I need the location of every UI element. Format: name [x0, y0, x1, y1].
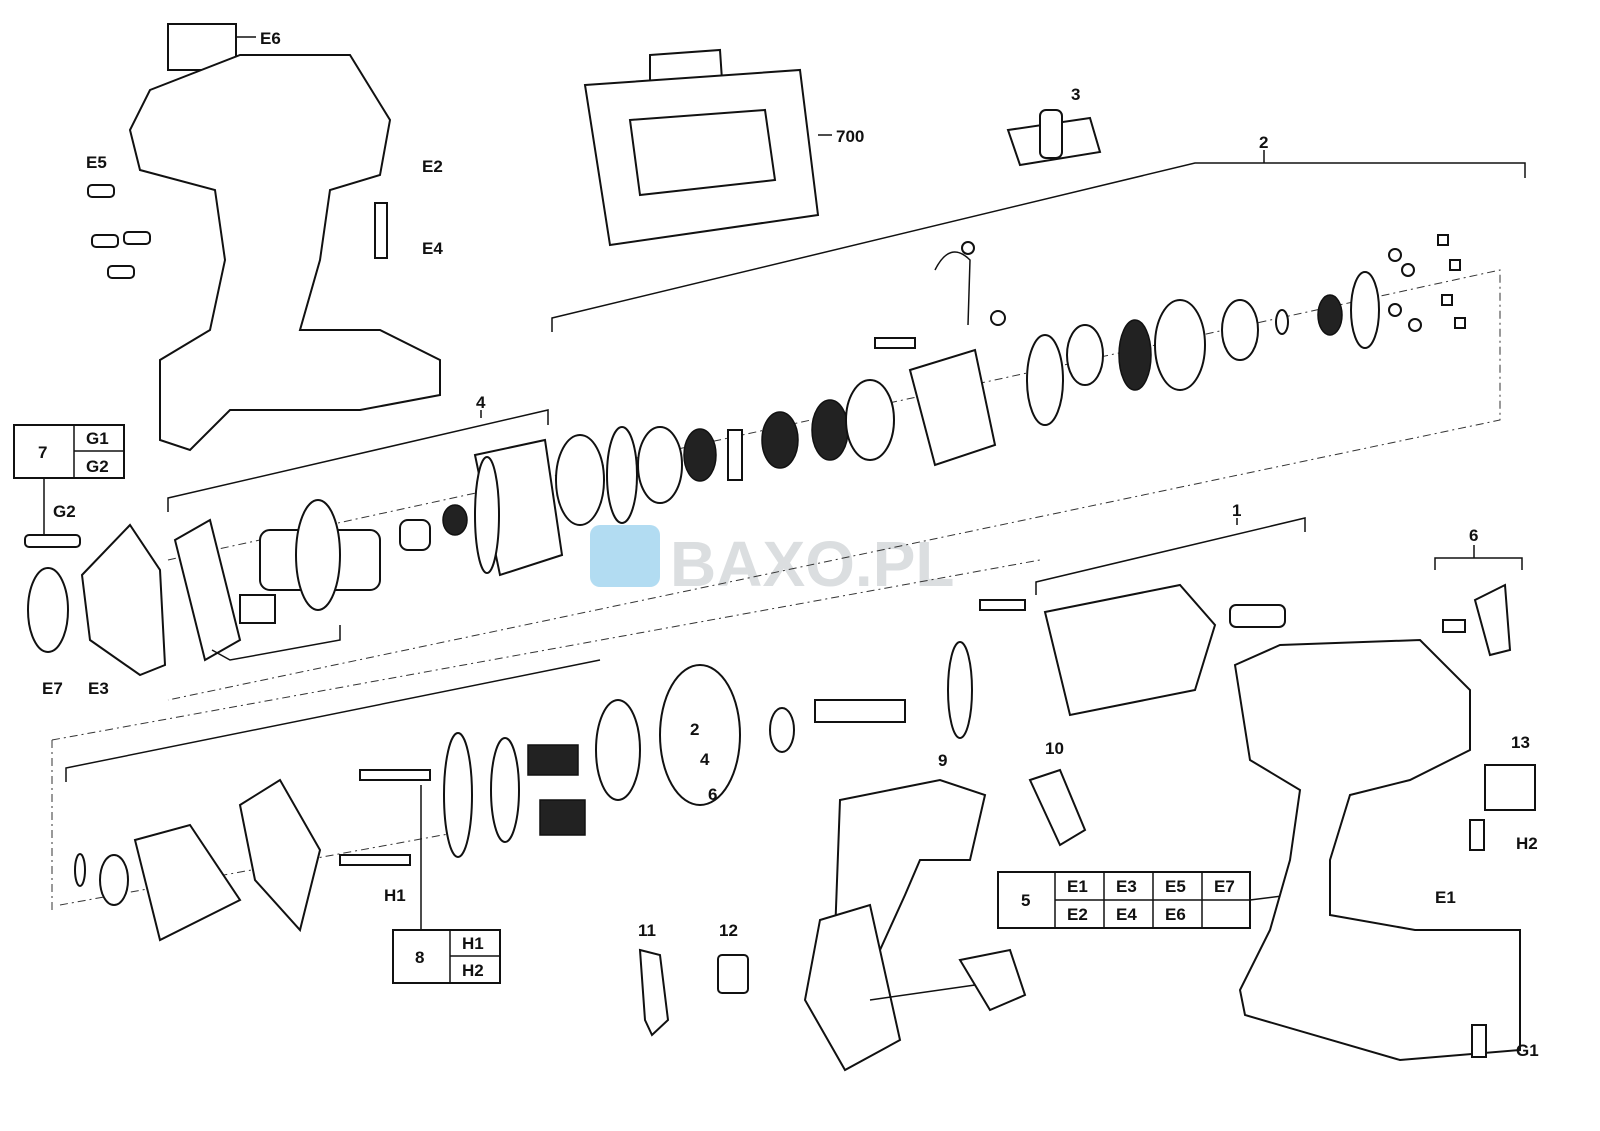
housing-half-e1	[1233, 638, 1521, 1062]
kit-5-table: 5 E1 E3 E5 E7 E2 E4 E6	[997, 871, 1251, 929]
label-700: 700	[836, 127, 864, 146]
label-2: 2	[1259, 133, 1268, 152]
label-e7: E7	[42, 679, 63, 698]
switch-9	[803, 778, 1027, 1072]
housing-half-e2	[128, 54, 441, 452]
label-plate-13	[1484, 764, 1536, 811]
carry-case-700	[583, 48, 832, 247]
svg-text:E2: E2	[1067, 905, 1088, 924]
label-e6: E6	[260, 29, 281, 48]
end-cap-e3	[24, 523, 167, 677]
bracket-1-lower	[65, 659, 601, 782]
label-13: 13	[1511, 733, 1530, 752]
svg-text:BAXO.PL: BAXO.PL	[670, 528, 954, 600]
kit-8-table: 8 H1 H2	[392, 929, 501, 984]
screw-h2	[1469, 819, 1485, 851]
svg-text:E1: E1	[1067, 877, 1088, 896]
svg-text:E7: E7	[1214, 877, 1235, 896]
label-e4: E4	[422, 239, 443, 258]
svg-text:G1: G1	[86, 429, 109, 448]
label-h2: H2	[1516, 834, 1538, 853]
label-g1: G1	[1516, 1041, 1539, 1060]
watermark-logo: BAXO.PL	[590, 525, 954, 600]
bracket-1	[1035, 517, 1306, 595]
svg-text:H2: H2	[462, 961, 484, 980]
bracket-6	[1434, 545, 1523, 570]
label-h1: H1	[384, 886, 406, 905]
svg-text:6: 6	[708, 785, 717, 804]
lock-10	[1028, 768, 1087, 847]
label-9: 9	[938, 751, 947, 770]
label-e3: E3	[88, 679, 109, 698]
label-11: 11	[638, 921, 656, 940]
kit-7-table: 7 G1 G2	[13, 424, 125, 479]
selector-3	[1006, 109, 1102, 167]
assembly-axis-lower	[51, 559, 1041, 910]
label-12: 12	[719, 921, 738, 940]
screw-g1	[1471, 1024, 1487, 1058]
label-e5: E5	[86, 153, 107, 172]
svg-text:8: 8	[415, 948, 424, 967]
label-6: 6	[1469, 526, 1478, 545]
pins-e5	[87, 184, 151, 279]
clip-12	[717, 954, 749, 994]
svg-text:E3: E3	[1116, 877, 1137, 896]
svg-text:2: 2	[690, 720, 699, 739]
svg-text:E4: E4	[1116, 905, 1137, 924]
label-e2: E2	[422, 157, 443, 176]
svg-text:5: 5	[1021, 891, 1030, 910]
bracket-2	[551, 150, 1526, 332]
label-3: 3	[1071, 85, 1080, 104]
svg-text:H1: H1	[462, 934, 484, 953]
svg-text:E5: E5	[1165, 877, 1186, 896]
svg-text:4: 4	[700, 750, 710, 769]
gearbox-assembly-2	[555, 234, 1466, 526]
label-g2: G2	[53, 502, 76, 521]
svg-text:7: 7	[38, 443, 47, 462]
label-10: 10	[1045, 739, 1064, 758]
bracket-4	[167, 409, 549, 512]
seal-ring-e7	[27, 567, 69, 653]
bit-11	[638, 948, 670, 1037]
clutch-assembly-1: 2 4 6	[74, 583, 1512, 942]
svg-text:G2: G2	[86, 457, 109, 476]
label-1: 1	[1232, 501, 1241, 520]
clip-e4	[374, 202, 388, 259]
label-4: 4	[476, 393, 486, 412]
svg-text:E6: E6	[1165, 905, 1186, 924]
motor-assembly-4	[173, 438, 564, 662]
label-e1: E1	[1435, 888, 1456, 907]
